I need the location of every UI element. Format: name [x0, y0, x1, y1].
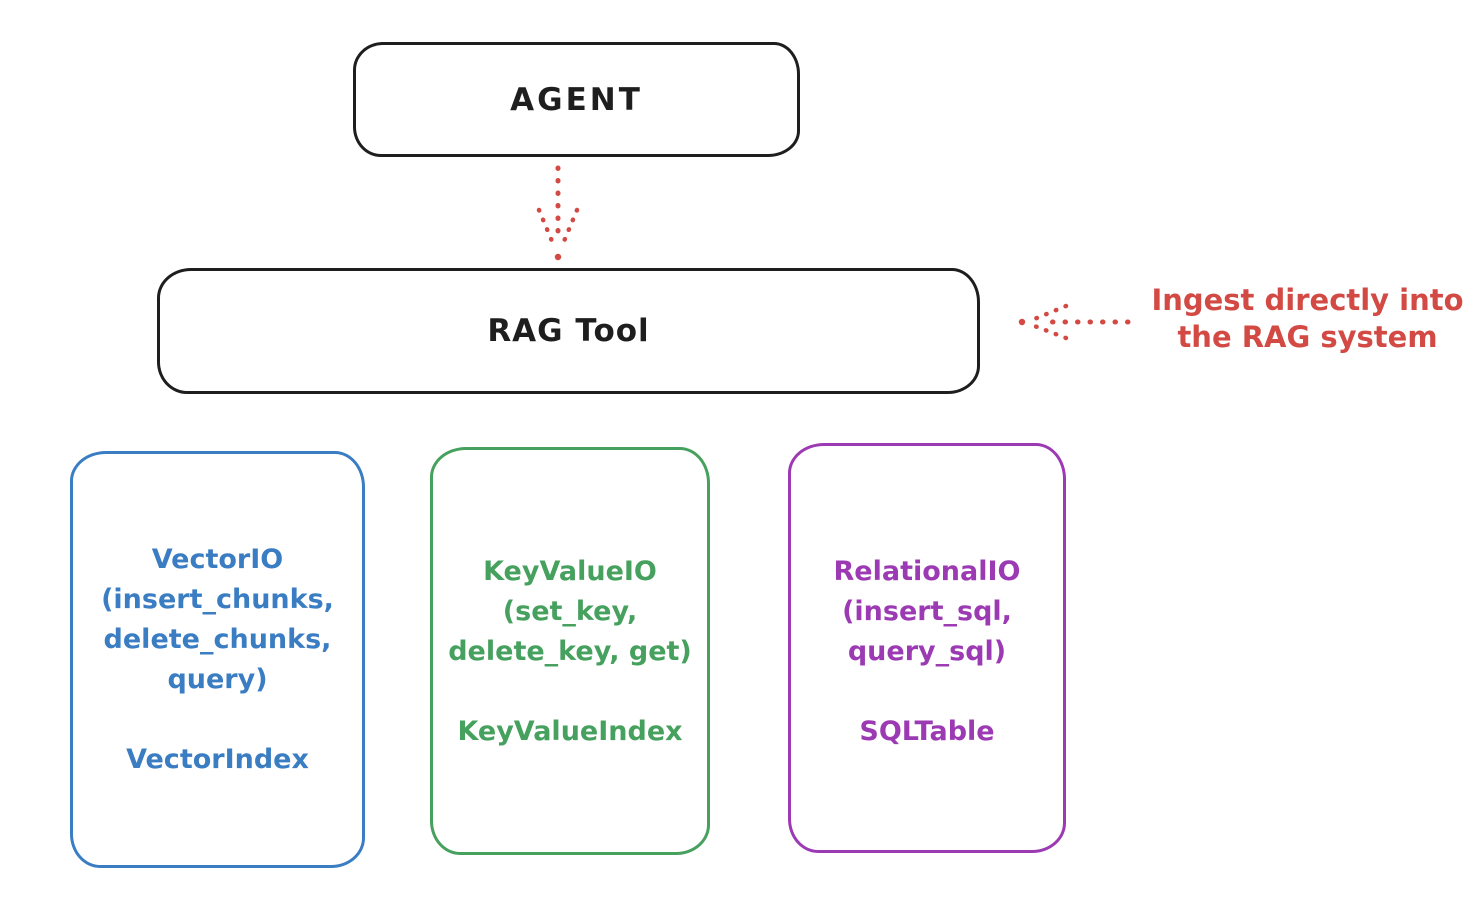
agent-node: AGENT	[353, 42, 800, 157]
ingest-annotation-line2: the RAG system	[1177, 320, 1438, 354]
sql-table-label: SQLTable	[859, 716, 995, 747]
ingest-annotation-line1: Ingest directly into	[1151, 283, 1464, 317]
spacer	[791, 672, 1063, 712]
vector-io-title-line: VectorIO	[151, 544, 284, 575]
spacer	[433, 672, 707, 712]
vector-index-label: VectorIndex	[126, 744, 309, 775]
vector-io-methods-line: (insert_chunks,	[101, 584, 334, 615]
ingest-annotation: Ingest directly into the RAG system	[1135, 282, 1480, 356]
keyvalue-io-methods-line: (set_key,	[502, 596, 638, 627]
relational-io-node: RelationalIO (insert_sql, query_sql) SQL…	[788, 443, 1066, 853]
vector-io-methods-line: delete_chunks,	[103, 624, 332, 655]
agent-to-ragtool-dotted-arrow	[536, 165, 580, 261]
vector-io-methods-line: query)	[167, 664, 268, 695]
rag-tool-label: RAG Tool	[487, 313, 650, 349]
spacer	[73, 700, 362, 740]
relational-io-title-line: RelationalIO	[833, 556, 1021, 587]
keyvalue-index-label: KeyValueIndex	[457, 716, 683, 747]
agent-label: AGENT	[510, 81, 643, 118]
relational-io-methods-line: (insert_sql,	[842, 596, 1012, 627]
keyvalue-io-title-line: KeyValueIO	[483, 556, 657, 587]
keyvalue-io-methods-line: delete_key, get)	[448, 636, 692, 667]
vector-io-node: VectorIO (insert_chunks, delete_chunks, …	[70, 451, 365, 868]
rag-tool-node: RAG Tool	[157, 268, 980, 394]
relational-io-methods-line: query_sql)	[847, 636, 1007, 667]
ingest-dotted-arrow	[1018, 303, 1131, 341]
keyvalue-io-node: KeyValueIO (set_key, delete_key, get) Ke…	[430, 447, 710, 855]
